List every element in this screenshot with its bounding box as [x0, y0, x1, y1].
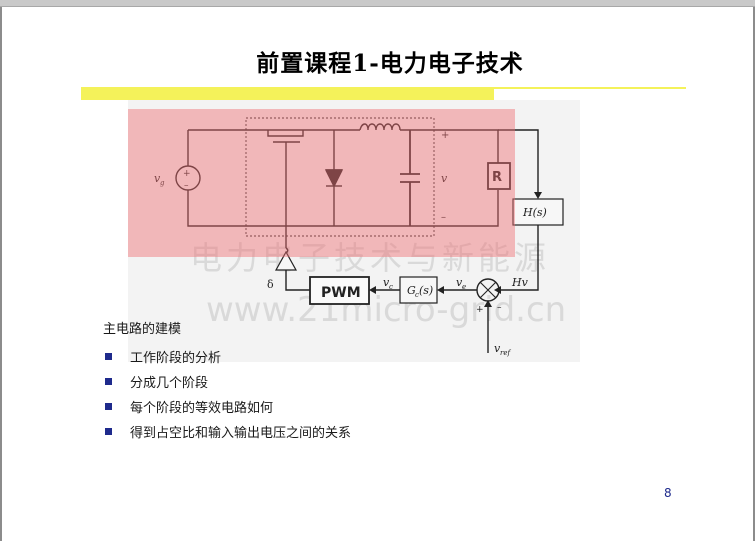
gate-driver-icon [274, 250, 298, 271]
bullet-item: 得到占空比和输入输出电压之间的关系 [103, 419, 351, 444]
duty-wire [285, 270, 310, 291]
mosfet-switch-icon [267, 130, 304, 248]
title-underline [494, 87, 686, 89]
bullet-item: 工作阶段的分析 [103, 344, 351, 369]
bullet-text: 工作阶段的分析 [130, 351, 222, 366]
inductor-icon [359, 123, 401, 131]
square-bullet-icon [105, 428, 112, 435]
hv-label: Hv [511, 276, 529, 289]
title-highlight-bar [81, 87, 494, 100]
source-label: v [154, 172, 161, 185]
sense-wire [498, 129, 539, 196]
slide-title: 前置课程1-电力电子技术 [256, 50, 524, 77]
bullet-list: 工作阶段的分析 分成几个阶段 每个阶段的等效电路如何 得到占空比和输入输出电压之… [103, 344, 351, 444]
compensator-label-sub: c [415, 291, 419, 299]
bottom-rail [187, 130, 499, 227]
square-bullet-icon [105, 403, 112, 410]
output-voltage-label: v [441, 172, 448, 185]
right-frame-border [753, 7, 755, 541]
section-subheading: 主电路的建模 [103, 322, 182, 337]
bullet-item: 每个阶段的等效电路如何 [103, 394, 351, 419]
red-highlight-overlay [128, 109, 515, 257]
pwm-label: PWM [321, 285, 361, 301]
figure-background [128, 100, 580, 362]
vref-label: v [494, 342, 501, 355]
bullet-text: 分成几个阶段 [130, 376, 209, 391]
vref-label-sub: ref [500, 349, 511, 357]
watermark-chinese: 电力电子技术与新能源 [190, 239, 551, 277]
watermark-url: www.21micro-grid.cn [206, 290, 567, 330]
switch-network-box [245, 117, 435, 237]
bullet-text: 得到占空比和输入输出电压之间的关系 [130, 426, 352, 441]
load-label: R [492, 170, 502, 185]
svg-text:–: – [184, 181, 189, 191]
voltage-source-icon [175, 165, 201, 191]
bullet-item: 分成几个阶段 [103, 369, 351, 394]
load-resistor-icon [487, 162, 511, 190]
sensor-block [512, 198, 564, 226]
left-frame-border [0, 7, 2, 541]
ve-label: v [456, 276, 463, 289]
duty-label: δ [267, 278, 274, 291]
capacitor-icon [400, 130, 420, 226]
compensator-block [399, 276, 438, 304]
ve-label-sub: e [462, 283, 466, 291]
output-minus: – [441, 212, 446, 223]
source-label-sub: g [160, 179, 165, 187]
square-bullet-icon [105, 378, 112, 385]
summing-minus-sign: – [497, 303, 502, 313]
sensor-label: H(s) [522, 206, 547, 219]
page-number: 8 [664, 486, 672, 500]
circuit-diagram: + – v g + v – R H(s) Hv – [154, 117, 564, 357]
vc-label-sub: c [389, 283, 393, 291]
feedback-wire [500, 225, 539, 291]
top-bar [0, 0, 755, 7]
vc-label: v [383, 276, 390, 289]
summing-plus-sign: + [476, 305, 484, 315]
buck-converter-figure: 电力电子技术与新能源 www.21micro-grid.cn + – v g +… [128, 100, 580, 362]
compensator-label: G [407, 284, 416, 297]
svg-text:+: + [183, 169, 191, 179]
compensator-label-arg: (s) [419, 284, 433, 297]
square-bullet-icon [105, 353, 112, 360]
bullet-text: 每个阶段的等效电路如何 [130, 401, 274, 416]
output-plus: + [441, 130, 449, 141]
